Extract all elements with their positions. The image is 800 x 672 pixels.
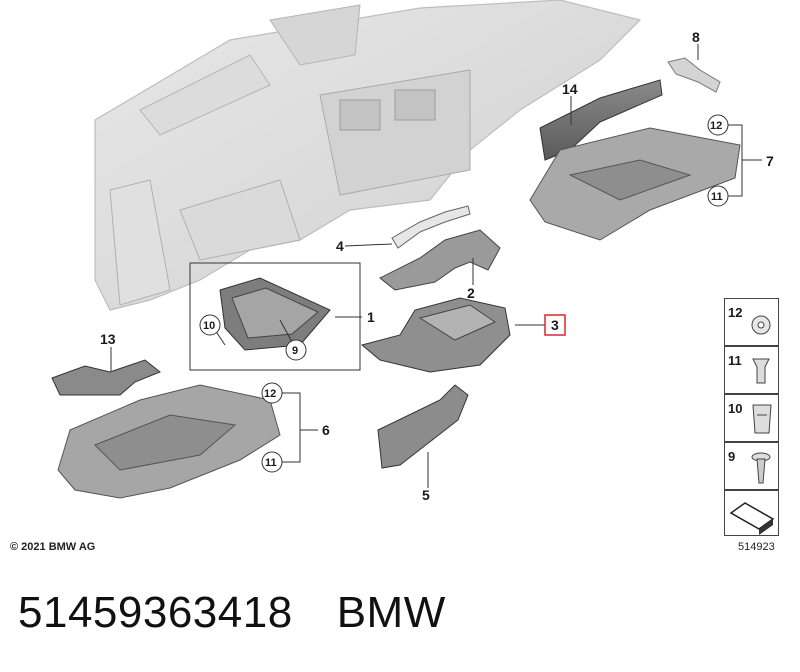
- legend-item-9: 9: [724, 442, 779, 490]
- label-part-14: 14: [562, 81, 578, 97]
- mounting-pad-icon: [729, 502, 775, 535]
- label-circle-12-top: [707, 114, 729, 136]
- copyright-text: © 2021 BMW AG: [10, 541, 96, 553]
- label-part-12-top: 12: [710, 120, 722, 132]
- clip-nut-icon: [752, 404, 772, 434]
- flap-part-5: [377, 384, 469, 469]
- rail-part-4: [391, 205, 471, 249]
- label-part-11-top: 11: [711, 191, 723, 203]
- label-part-6: 6: [322, 422, 330, 438]
- legend-item-10: 10: [724, 394, 779, 442]
- fastener-legend: 12 11 10 9: [724, 298, 779, 536]
- highlight-box-part-3: [544, 314, 566, 336]
- dashboard-assembly: [94, 0, 642, 311]
- label-part-9: 9: [292, 345, 298, 357]
- label-part-1: 1: [367, 309, 375, 325]
- legend-number-9: 9: [728, 449, 736, 464]
- part-number: 51459363418: [18, 588, 293, 637]
- spacer-washer-icon: [751, 315, 771, 335]
- label-circle-9: [285, 339, 307, 361]
- lower-cover-part-3: [360, 297, 511, 373]
- label-circle-11-bottom: [261, 451, 283, 473]
- label-circle-10: [199, 314, 221, 336]
- legend-number-12: 12: [728, 305, 743, 320]
- legend-item-11: 11: [724, 346, 779, 394]
- trim-part-14: [539, 79, 663, 161]
- label-part-10: 10: [203, 320, 215, 332]
- brand-name: BMW: [336, 588, 446, 637]
- parts-diagram: 8 14 12 7 11 4 2 1 3 10 9 13 12 6 11 5: [51, 0, 774, 503]
- cover-part-2: [379, 229, 501, 291]
- label-circle-11-top: [707, 185, 729, 207]
- label-part-3: 3: [551, 317, 559, 333]
- bracket-part-8: [667, 57, 721, 93]
- footer: 51459363418 BMW: [18, 588, 446, 638]
- trim-part-13: [51, 359, 161, 396]
- label-part-5: 5: [422, 487, 430, 503]
- label-circle-12-bottom: [261, 382, 283, 404]
- label-part-13: 13: [100, 331, 116, 347]
- legend-number-10: 10: [728, 401, 743, 416]
- tapping-screw-icon: [751, 452, 771, 484]
- legend-number-11: 11: [728, 353, 742, 368]
- label-part-2: 2: [467, 285, 475, 301]
- diagram-id: 514923: [738, 541, 775, 553]
- label-part-4: 4: [336, 238, 344, 254]
- label-part-11-bottom: 11: [265, 457, 277, 469]
- label-part-8: 8: [692, 29, 700, 45]
- label-part-7: 7: [766, 153, 774, 169]
- leader-lines: [110, 44, 762, 488]
- legend-item-12: 12: [724, 298, 779, 346]
- label-part-12-bottom: 12: [264, 388, 276, 400]
- expanding-rivet-icon: [752, 358, 770, 384]
- legend-item-pad: [724, 490, 779, 536]
